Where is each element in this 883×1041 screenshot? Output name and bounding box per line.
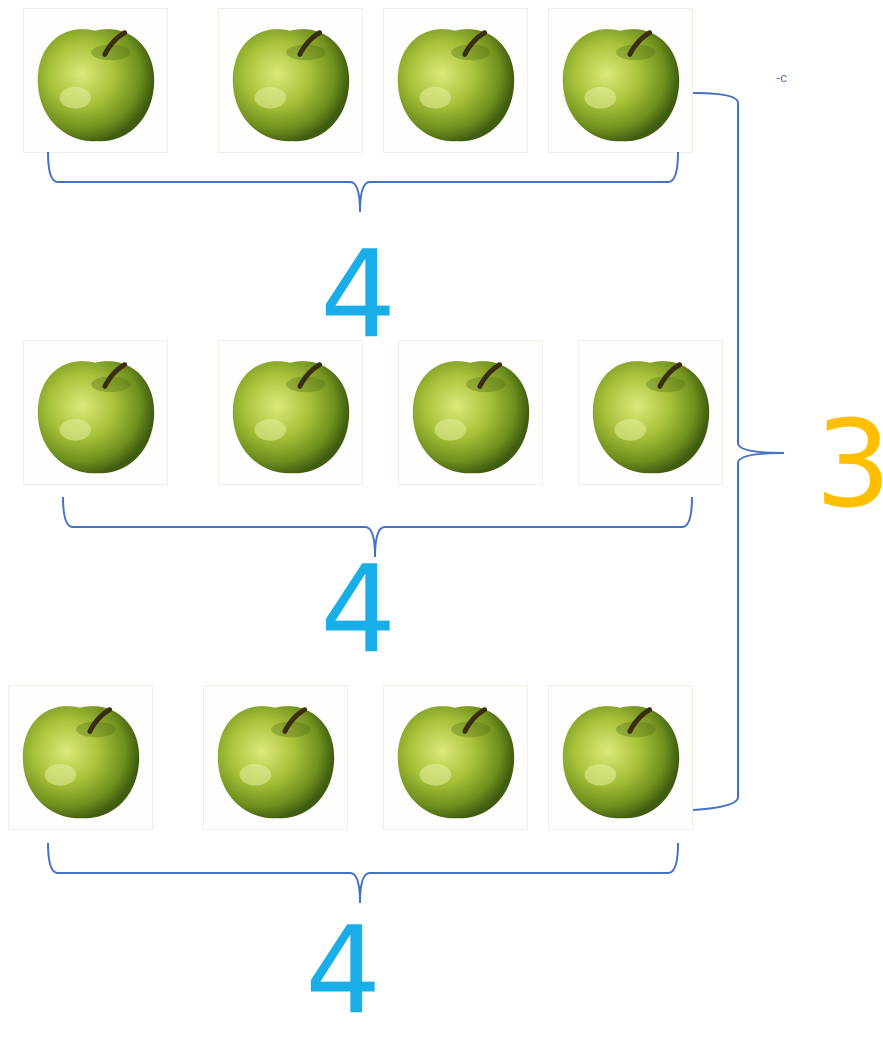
apple-image [23, 8, 168, 153]
apple-image [383, 685, 528, 830]
row-3-brace [47, 842, 679, 904]
row-2-count: 4 [320, 541, 397, 680]
row-1-brace [47, 151, 679, 213]
apple-image [218, 8, 363, 153]
group-brace [692, 92, 785, 811]
apple-image [203, 685, 348, 830]
apple-image [548, 685, 693, 830]
apple-image [23, 340, 168, 485]
stray-mark: -c [776, 70, 787, 85]
apple-image [218, 340, 363, 485]
row-2-brace [62, 496, 693, 558]
apple-image [548, 8, 693, 153]
apple-image [578, 340, 723, 485]
apple-image [398, 340, 543, 485]
apple-image [383, 8, 528, 153]
row-3-count: 4 [305, 902, 382, 1041]
apple-image [8, 685, 153, 830]
group-count: 3 [815, 396, 883, 535]
row-1-count: 4 [320, 226, 397, 365]
